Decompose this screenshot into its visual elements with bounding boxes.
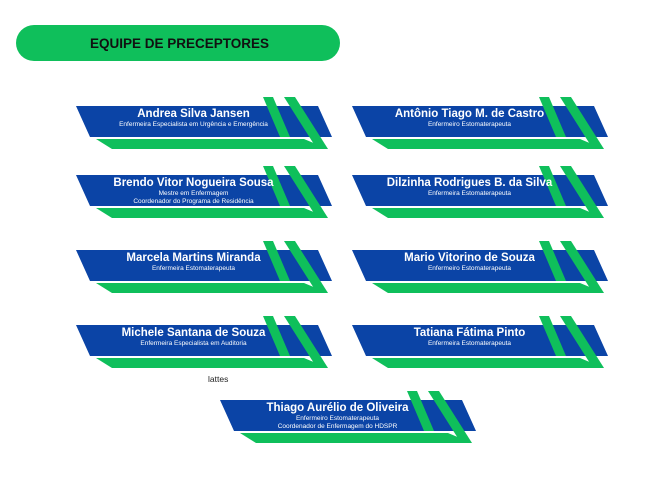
green-diagonal-stripe <box>284 97 328 149</box>
green-underline-stripe <box>372 208 604 218</box>
green-diagonal-stripe <box>263 316 290 356</box>
preceptor-role: Enfermeira Especialista em Auditoria <box>140 340 247 347</box>
green-underline-stripe <box>372 283 604 293</box>
preceptor-name: Antônio Tiago M. de Castro <box>394 108 545 120</box>
green-diagonal-stripe <box>263 241 290 281</box>
green-diagonal-stripe <box>560 241 604 293</box>
blue-banner <box>76 106 332 137</box>
card-banner-shape <box>76 166 332 218</box>
card-banner-shape <box>352 97 608 149</box>
page-title: EQUIPE DE PRECEPTORES <box>90 35 270 51</box>
green-underline-stripe <box>96 358 328 368</box>
card-banner-shape <box>220 391 476 443</box>
preceptor-name: Andrea Silva Jansen <box>137 108 250 120</box>
green-diagonal-stripe <box>284 166 328 218</box>
preceptor-role: Coordenador de Enfermagem do HDSPR <box>277 423 398 430</box>
card-banner-shape <box>352 166 608 218</box>
green-underline-stripe <box>372 139 604 149</box>
green-diagonal-stripe <box>560 97 604 149</box>
green-diagonal-stripe <box>539 166 566 206</box>
blue-banner <box>76 250 332 281</box>
preceptor-name: Tatiana Fátima Pinto <box>413 327 526 339</box>
green-diagonal-stripe <box>539 97 566 137</box>
page-title-banner: EQUIPE DE PRECEPTORES <box>16 25 340 61</box>
preceptor-name: Brendo Vitor Nogueira Sousa <box>113 177 274 189</box>
green-diagonal-stripe <box>284 316 328 368</box>
green-diagonal-stripe <box>407 391 434 431</box>
preceptor-role: Enfermeira Estomaterapeuta <box>151 265 236 272</box>
preceptor-role: Enfermeiro Estomaterapeuta <box>295 415 380 422</box>
green-diagonal-stripe <box>263 166 290 206</box>
preceptor-name: Marcela Martins Miranda <box>126 252 261 264</box>
green-underline-stripe <box>96 283 328 293</box>
green-diagonal-stripe <box>539 241 566 281</box>
card-banner-shape <box>352 316 608 368</box>
green-diagonal-stripe <box>539 316 566 356</box>
blue-banner <box>352 250 608 281</box>
preceptor-role: Enfermeiro Estomaterapeuta <box>427 265 512 272</box>
blue-banner <box>352 106 608 137</box>
green-underline-stripe <box>240 433 472 443</box>
lattes-link[interactable]: lattes <box>208 374 229 384</box>
preceptor-role: Enfermeiro Estomaterapeuta <box>427 121 512 128</box>
blue-banner <box>220 400 476 431</box>
card-banner-shape <box>76 241 332 293</box>
green-diagonal-stripe <box>428 391 472 443</box>
blue-banner <box>76 175 332 206</box>
preceptor-name: Michele Santana de Souza <box>121 327 266 339</box>
blue-banner <box>352 175 608 206</box>
preceptor-name: Dilzinha Rodrigues B. da Silva <box>386 177 553 189</box>
blue-banner <box>352 325 608 356</box>
blue-banner <box>76 325 332 356</box>
green-underline-stripe <box>96 139 328 149</box>
card-banner-shape <box>352 241 608 293</box>
green-underline-stripe <box>96 208 328 218</box>
preceptor-role: Enfermeira Estomaterapeuta <box>427 190 512 197</box>
green-underline-stripe <box>372 358 604 368</box>
card-banner-shape <box>76 97 332 149</box>
card-banner-shape <box>76 316 332 368</box>
green-diagonal-stripe <box>560 166 604 218</box>
preceptor-name: Mario Vitorino de Souza <box>404 252 535 264</box>
preceptor-name: Thiago Aurélio de Oliveira <box>266 402 409 414</box>
green-diagonal-stripe <box>560 316 604 368</box>
preceptor-role: Coordenador do Programa de Residência <box>133 198 254 205</box>
preceptor-role: Enfermeira Estomaterapeuta <box>427 340 512 347</box>
green-diagonal-stripe <box>263 97 290 137</box>
preceptor-role: Mestre em Enfermagem <box>158 190 229 197</box>
preceptor-role: Enfermeira Especialista em Urgência e Em… <box>119 121 268 128</box>
green-diagonal-stripe <box>284 241 328 293</box>
